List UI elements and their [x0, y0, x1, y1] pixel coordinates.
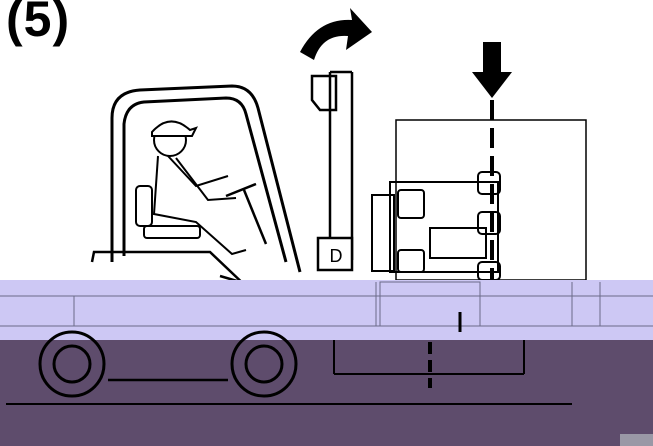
- mast: D: [310, 70, 354, 272]
- svg-text:D: D: [330, 246, 343, 266]
- steering-wheel: [225, 182, 268, 245]
- overlay-band-lines: [0, 281, 653, 332]
- corner-artifact: [620, 434, 653, 446]
- operator-figure: [135, 120, 247, 256]
- ground-band: [0, 340, 653, 446]
- rear-wheel: [38, 330, 106, 398]
- tilt-rotate-arrow-icon: [300, 8, 372, 60]
- step-label: (5): [6, 0, 71, 47]
- fork-attachment: [371, 171, 501, 281]
- overlay-band: [0, 280, 653, 340]
- down-arrow-icon: [472, 42, 512, 98]
- front-wheel: [230, 330, 298, 398]
- forklift-cab: [110, 84, 302, 273]
- ground-lines: [6, 340, 572, 405]
